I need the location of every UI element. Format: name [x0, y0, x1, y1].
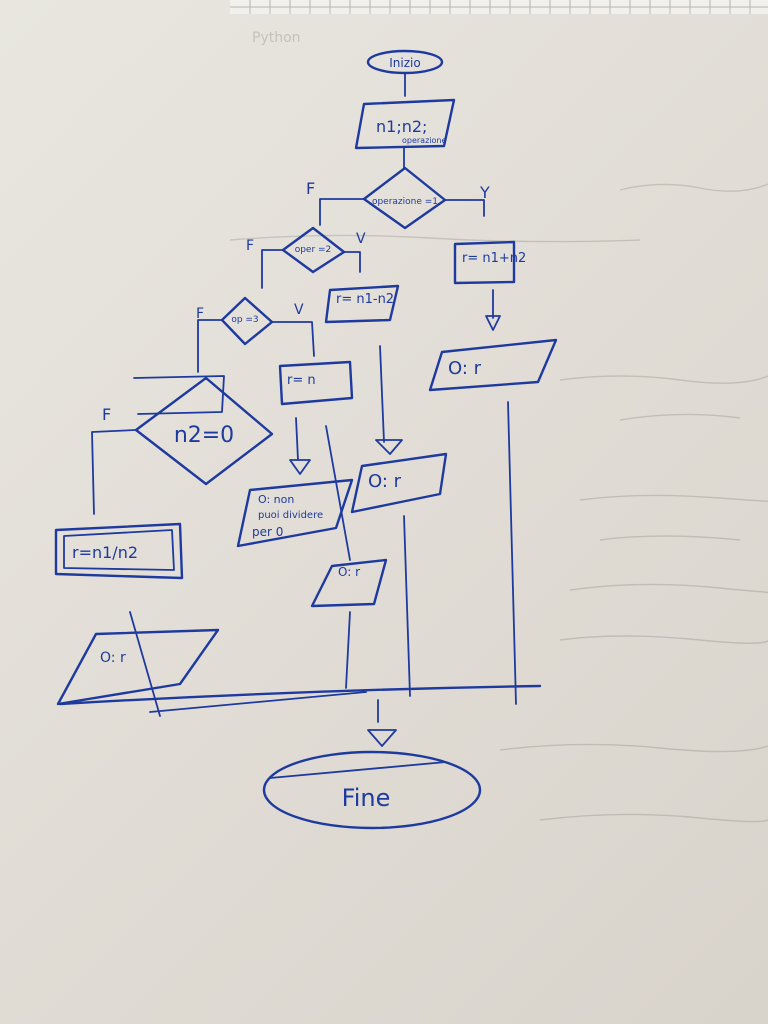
decision-3 — [220, 296, 274, 346]
arrow-mul-output — [289, 417, 311, 475]
arrow-mul-to-out — [325, 425, 351, 561]
decision-2-label: oper =2 — [295, 245, 332, 255]
out-diff-label: O: r — [368, 471, 402, 492]
label-true-1: V — [356, 231, 366, 247]
end-terminal — [262, 750, 482, 830]
assign-diff-label: r= n1-n2 — [336, 292, 394, 307]
decision-main — [362, 166, 447, 230]
arrow-sum-output — [485, 289, 501, 331]
assign-div-label: r=n1/n2 — [72, 543, 138, 562]
out-mul-parallelogram — [310, 558, 388, 608]
assign-mul-label: r= n — [287, 373, 316, 388]
decision-zero-scribble — [133, 375, 225, 415]
out-div-label: O: r — [100, 650, 126, 666]
arrow-zero-false — [91, 429, 137, 515]
arrow-2-true — [343, 251, 361, 273]
start-terminal — [366, 49, 444, 75]
start-label: Inizio — [389, 56, 420, 70]
out-error-line2: puoi dividere — [258, 510, 323, 521]
assign-sum-box — [453, 240, 516, 285]
label-yes: Y — [479, 183, 490, 202]
label-false-2: F — [246, 238, 254, 254]
background-note: Python — [252, 30, 301, 46]
label-false-4: F — [102, 405, 111, 424]
out-error-line3: per 0 — [252, 525, 283, 539]
line-sum-down — [507, 401, 517, 705]
decision-zero-label: n2=0 — [174, 423, 234, 448]
input-line2: operazione — [402, 136, 446, 145]
out-sum-label: O: r — [448, 358, 482, 379]
line-mul-down — [345, 611, 351, 689]
arrow-2-false — [261, 249, 284, 289]
arrow-main-yes — [444, 199, 485, 217]
label-false-3: F — [196, 306, 204, 322]
input-parallelogram — [354, 98, 456, 150]
end-label: Fine — [342, 784, 391, 812]
label-true-2: V — [294, 302, 304, 318]
out-error-parallelogram — [236, 478, 354, 548]
arrow-3-false — [197, 319, 223, 373]
arrow-merge-end — [367, 699, 397, 747]
end-strike — [269, 761, 447, 779]
show-through-scribbles — [229, 183, 768, 823]
out-sum-parallelogram — [428, 338, 558, 392]
assign-sum-label: r= n1+n2 — [462, 251, 526, 266]
arrow-diff-output — [375, 345, 403, 455]
grid-paper-strip — [230, 0, 768, 14]
merge-line — [58, 684, 542, 706]
decision-main-label: operazione =1 — [372, 197, 438, 207]
out-error-line1: O: non — [258, 493, 294, 506]
decision-2 — [281, 226, 346, 274]
label-false-1: F — [306, 179, 315, 198]
arrow-3-true — [271, 321, 315, 357]
input-line1: n1;n2; — [376, 117, 427, 136]
assign-diff-box — [324, 284, 400, 324]
out-div-parallelogram — [56, 628, 220, 706]
assign-div-outer — [54, 522, 184, 580]
assign-mul-box — [278, 360, 354, 406]
line-diff-down — [403, 515, 411, 697]
arrow-main-false — [319, 198, 365, 226]
merge-line-2 — [149, 691, 367, 713]
out-mul-label: O: r — [338, 565, 360, 579]
decision-3-label: op =3 — [231, 315, 258, 325]
out-diff-parallelogram — [350, 452, 448, 514]
assign-div-box — [63, 529, 175, 571]
